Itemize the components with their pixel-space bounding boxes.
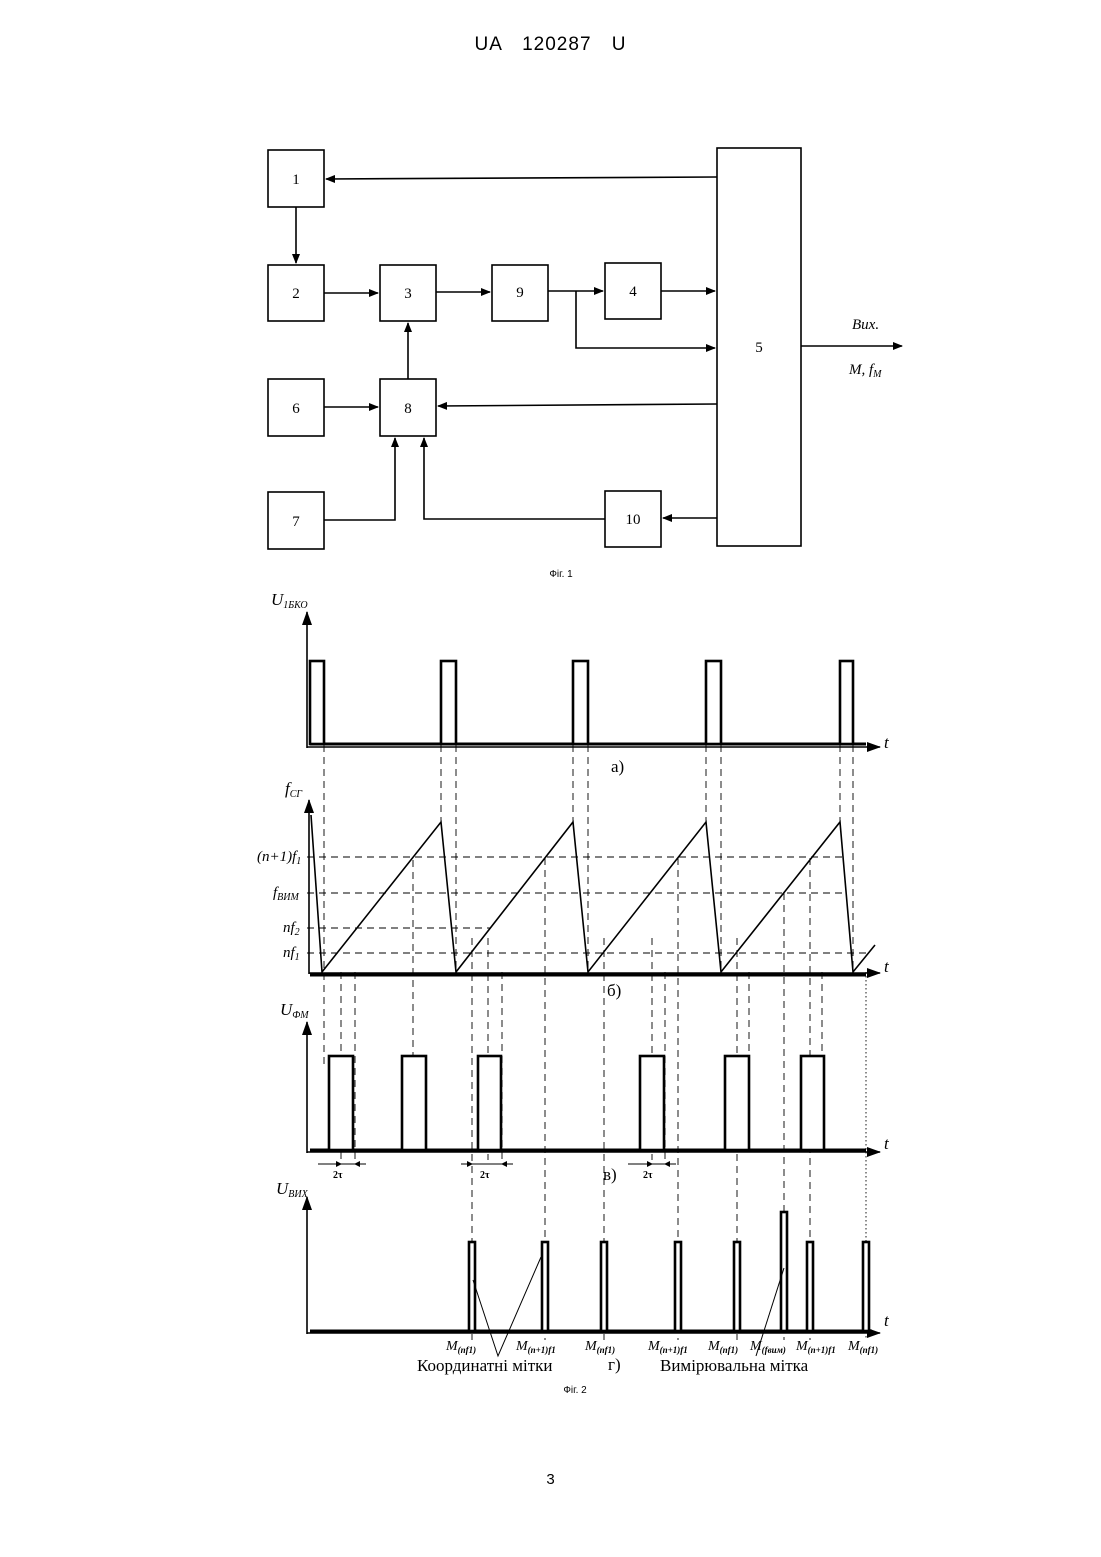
block-2-label: 2 (292, 286, 300, 302)
fig2-timing-diagrams: U1БКО t а) fСГ t (n+1)f1 fВИМ nf2 nf1 (257, 590, 890, 1396)
tau-label: 2τ (480, 1170, 490, 1181)
block-3-label: 3 (404, 286, 412, 302)
tau-label: 2τ (643, 1170, 653, 1181)
block-8-label: 8 (404, 401, 412, 417)
level-nf2-label: nf2 (283, 920, 300, 938)
panel-a-axis-label: U1БКО (271, 590, 308, 611)
panel-v-pulse (329, 1056, 353, 1150)
marker-pulse (863, 1242, 869, 1331)
output-label: Вих. (852, 317, 879, 333)
link-5-to-8 (438, 404, 717, 406)
panel-v-pulse (478, 1056, 501, 1150)
link-7-to-8 (324, 438, 395, 520)
panel-v-pulse (640, 1056, 664, 1150)
page-number: 3 (0, 1471, 1101, 1488)
block-7-label: 7 (292, 514, 300, 530)
measurement-marker-pulse (781, 1212, 787, 1331)
panel-a-pulse (706, 661, 721, 744)
fig1-block-diagram: 1 2 3 4 5 6 7 8 9 10 Вих. M, fM Фіг. 1 (268, 148, 902, 580)
panel-b-label: б) (607, 981, 621, 1000)
marker-label: M(nf1) (707, 1339, 738, 1355)
panel-a: U1БКО t а) (271, 590, 890, 776)
panel-v: UФМ t 2τ 2τ 2τ в) (280, 1000, 890, 1184)
marker-pulse (469, 1242, 475, 1331)
marker-label: M(n+1)f1 (647, 1339, 688, 1355)
panel-v-pulse (402, 1056, 426, 1150)
block-1-label: 1 (292, 172, 300, 188)
panel-v-axis-label: UФМ (280, 1000, 309, 1021)
panel-v-pulse (725, 1056, 749, 1150)
panel-v-label: в) (603, 1165, 617, 1184)
coord-marks-pointer (473, 1257, 541, 1356)
panel-b-axis-label: fСГ (285, 779, 302, 800)
panel-a-label: а) (611, 757, 624, 776)
panel-b-t-label: t (884, 957, 890, 976)
link-10-to-8 (424, 438, 605, 519)
panel-v-t-label: t (884, 1134, 890, 1153)
marker-pulse (542, 1242, 548, 1331)
panel-a-pulse (441, 661, 456, 744)
coord-marks-label: Координатні мітки (417, 1356, 553, 1375)
marker-label: M(nf1) (584, 1339, 615, 1355)
output-m-label: M, fM (848, 362, 882, 380)
marker-pulse (807, 1242, 813, 1331)
link-5-to-1 (326, 177, 717, 179)
block-5-label: 5 (755, 340, 763, 356)
panel-a-pulse (840, 661, 853, 744)
panel-g-t-label: t (884, 1311, 890, 1330)
panel-g-axis-label: UВИХ (276, 1179, 309, 1200)
block-4-label: 4 (629, 284, 637, 300)
marker-pulse (675, 1242, 681, 1331)
panel-a-pulse (573, 661, 588, 744)
sawtooth-frequency-curve (311, 815, 875, 972)
marker-label: M(nf1) (847, 1339, 878, 1355)
panel-v-pulse (801, 1056, 824, 1150)
marker-label: M(nf1) (445, 1339, 476, 1355)
level-fvim-label: fВИМ (273, 885, 300, 903)
marker-pulse (601, 1242, 607, 1331)
tau-label: 2τ (333, 1170, 343, 1181)
panel-b: fСГ t (n+1)f1 fВИМ nf2 nf1 б) (257, 779, 890, 1000)
marker-pulse (734, 1242, 740, 1331)
marker-label: M(n+1)f1 (515, 1339, 556, 1355)
fig1-caption: Фіг. 1 (549, 569, 573, 580)
block-6-label: 6 (292, 401, 300, 417)
level-n1f1-label: (n+1)f1 (257, 849, 301, 867)
fig2-caption: Фіг. 2 (563, 1385, 587, 1396)
panel-a-t-label: t (884, 733, 890, 752)
level-nf1-label: nf1 (283, 945, 300, 963)
panel-g-label: г) (608, 1355, 621, 1374)
marker-label: M(fвим) (749, 1339, 786, 1355)
block-10-label: 10 (626, 512, 641, 528)
block-9-label: 9 (516, 285, 524, 301)
panel-g: UВИХ t M(nf1) M(n+1)f1 M(nf1) M(n+1)f1 M… (276, 1179, 890, 1375)
meas-mark-label: Вимірювальна мітка (660, 1356, 809, 1375)
marker-label: M(n+1)f1 (795, 1339, 836, 1355)
panel-a-pulse (310, 661, 324, 744)
